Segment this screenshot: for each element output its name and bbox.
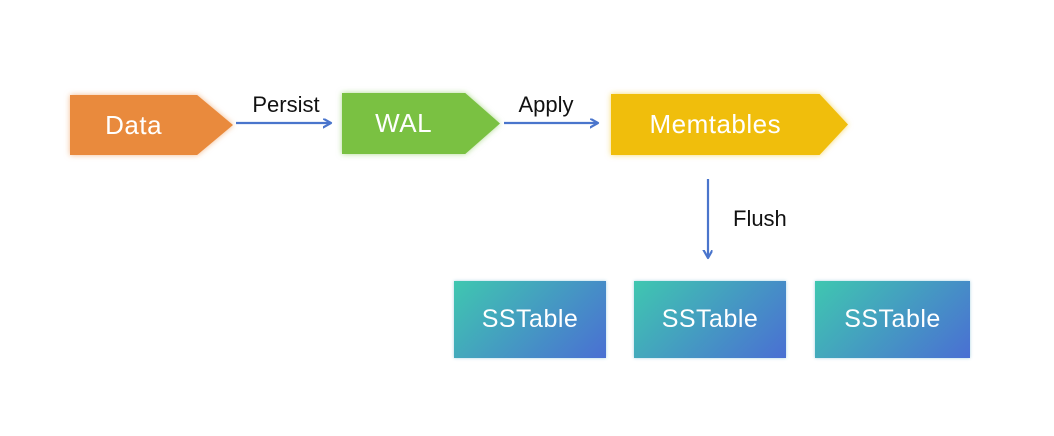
- wal-node-label: WAL: [375, 108, 433, 138]
- wal-node-shape: WAL: [342, 93, 500, 154]
- sstable-node-3: SSTable: [815, 281, 970, 358]
- persist-edge-label: Persist: [252, 92, 320, 117]
- sstable-node-2-label: SSTable: [661, 305, 759, 333]
- wal-node: WAL: [342, 93, 500, 154]
- data-node-shape: Data: [70, 95, 233, 155]
- memtables-node-shape: Memtables: [611, 94, 848, 155]
- flush-edge-label: Flush: [733, 206, 787, 231]
- sstable-node-2: SSTable: [634, 281, 786, 358]
- data-node-label: Data: [105, 109, 163, 140]
- memtables-node: Memtables: [611, 94, 848, 155]
- sstable-node-3-label: SSTable: [844, 305, 941, 333]
- data-node: Data: [70, 95, 233, 155]
- sstable-node-1-label: SSTable: [481, 305, 579, 333]
- memtables-node-label: Memtables: [649, 109, 782, 139]
- apply-edge-label: Apply: [518, 92, 574, 117]
- sstable-node-1: SSTable: [454, 281, 606, 358]
